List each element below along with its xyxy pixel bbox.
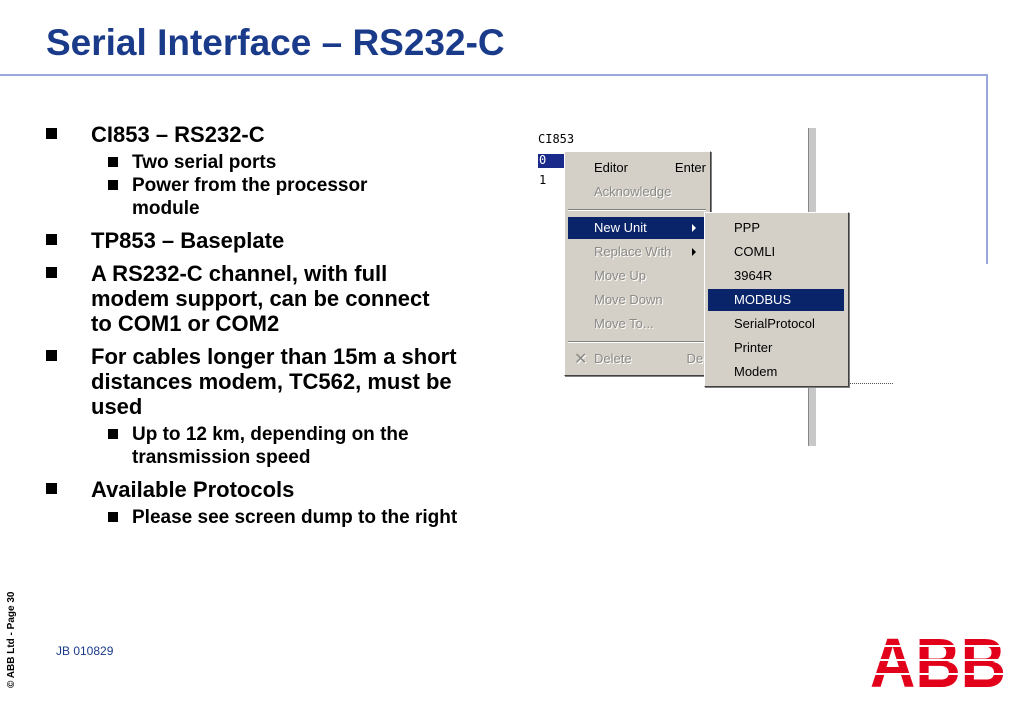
menu-item-move-down[interactable]: Move Down: [594, 292, 663, 307]
menu-separator: [568, 341, 706, 343]
bullet-square-icon: [46, 234, 57, 245]
bullet-square-icon: [46, 128, 57, 139]
title-rule: [0, 74, 988, 76]
bullet-square-icon: [46, 350, 57, 361]
new-unit-submenu: PPP COMLI 3964R MODBUS SerialProtocol Pr…: [704, 212, 849, 387]
tree-node-label[interactable]: CI853: [538, 132, 575, 146]
submenu-item-ppp[interactable]: PPP: [734, 220, 761, 235]
menu-item-new-unit[interactable]: New Unit: [568, 217, 706, 239]
submenu-item-3964r[interactable]: 3964R: [734, 268, 773, 283]
sub-bullet-item: Up to 12 km, depending on the transmissi…: [44, 423, 482, 469]
tree-selection[interactable]: 0: [538, 153, 568, 168]
bullet-item: For cables longer than 15m a short dista…: [44, 344, 491, 419]
abb-logo: ABB: [870, 632, 1008, 690]
slide-title: Serial Interface – RS232-C: [46, 22, 505, 63]
submenu-item-modbus[interactable]: MODBUS: [708, 289, 844, 311]
submenu-item-serialprotocol[interactable]: SerialProtocol: [734, 316, 815, 331]
bullet-item: TP853 – Baseplate: [44, 228, 504, 253]
tree-row-label: 0: [539, 153, 547, 167]
submenu-item-modem[interactable]: Modem: [734, 364, 778, 379]
menu-item-move-up[interactable]: Move Up: [594, 268, 647, 283]
bullet-list: CI853 – RS232-C Two serial ports Power f…: [44, 122, 504, 533]
sub-bullet-item: Power from the processor module: [44, 174, 392, 220]
bullet-square-icon: [108, 180, 118, 190]
bullet-square-icon: [46, 483, 57, 494]
frame-rule: [986, 74, 988, 264]
sub-bullet-item: Two serial ports: [44, 151, 504, 174]
menu-item-replace-with[interactable]: Replace With: [568, 241, 706, 263]
menu-item-move-to[interactable]: Move To...: [594, 316, 654, 331]
tree-connector: [845, 383, 893, 384]
bullet-square-icon: [46, 267, 57, 278]
menu-item-acknowledge[interactable]: Acknowledge: [594, 184, 672, 199]
submenu-arrow-icon: [692, 248, 696, 256]
bullet-square-icon: [108, 429, 118, 439]
delete-x-icon: ✕: [574, 351, 588, 368]
sub-bullet-item: Please see screen dump to the right: [44, 506, 482, 529]
bullet-square-icon: [108, 157, 118, 167]
bullet-item: Available Protocols: [44, 477, 504, 502]
bullet-item: CI853 – RS232-C: [44, 122, 504, 147]
bullet-square-icon: [108, 512, 118, 522]
menu-separator: [568, 209, 706, 211]
submenu-item-comli[interactable]: COMLI: [734, 244, 776, 259]
document-code: JB 010829: [56, 644, 114, 658]
submenu-item-printer[interactable]: Printer: [734, 340, 773, 355]
tree-row-label[interactable]: 1: [539, 173, 547, 187]
submenu-arrow-icon: [692, 224, 696, 232]
copyright-page-label: © ABB Ltd - Page 30: [6, 591, 17, 688]
bullet-item: A RS232-C channel, with full modem suppo…: [44, 261, 436, 336]
